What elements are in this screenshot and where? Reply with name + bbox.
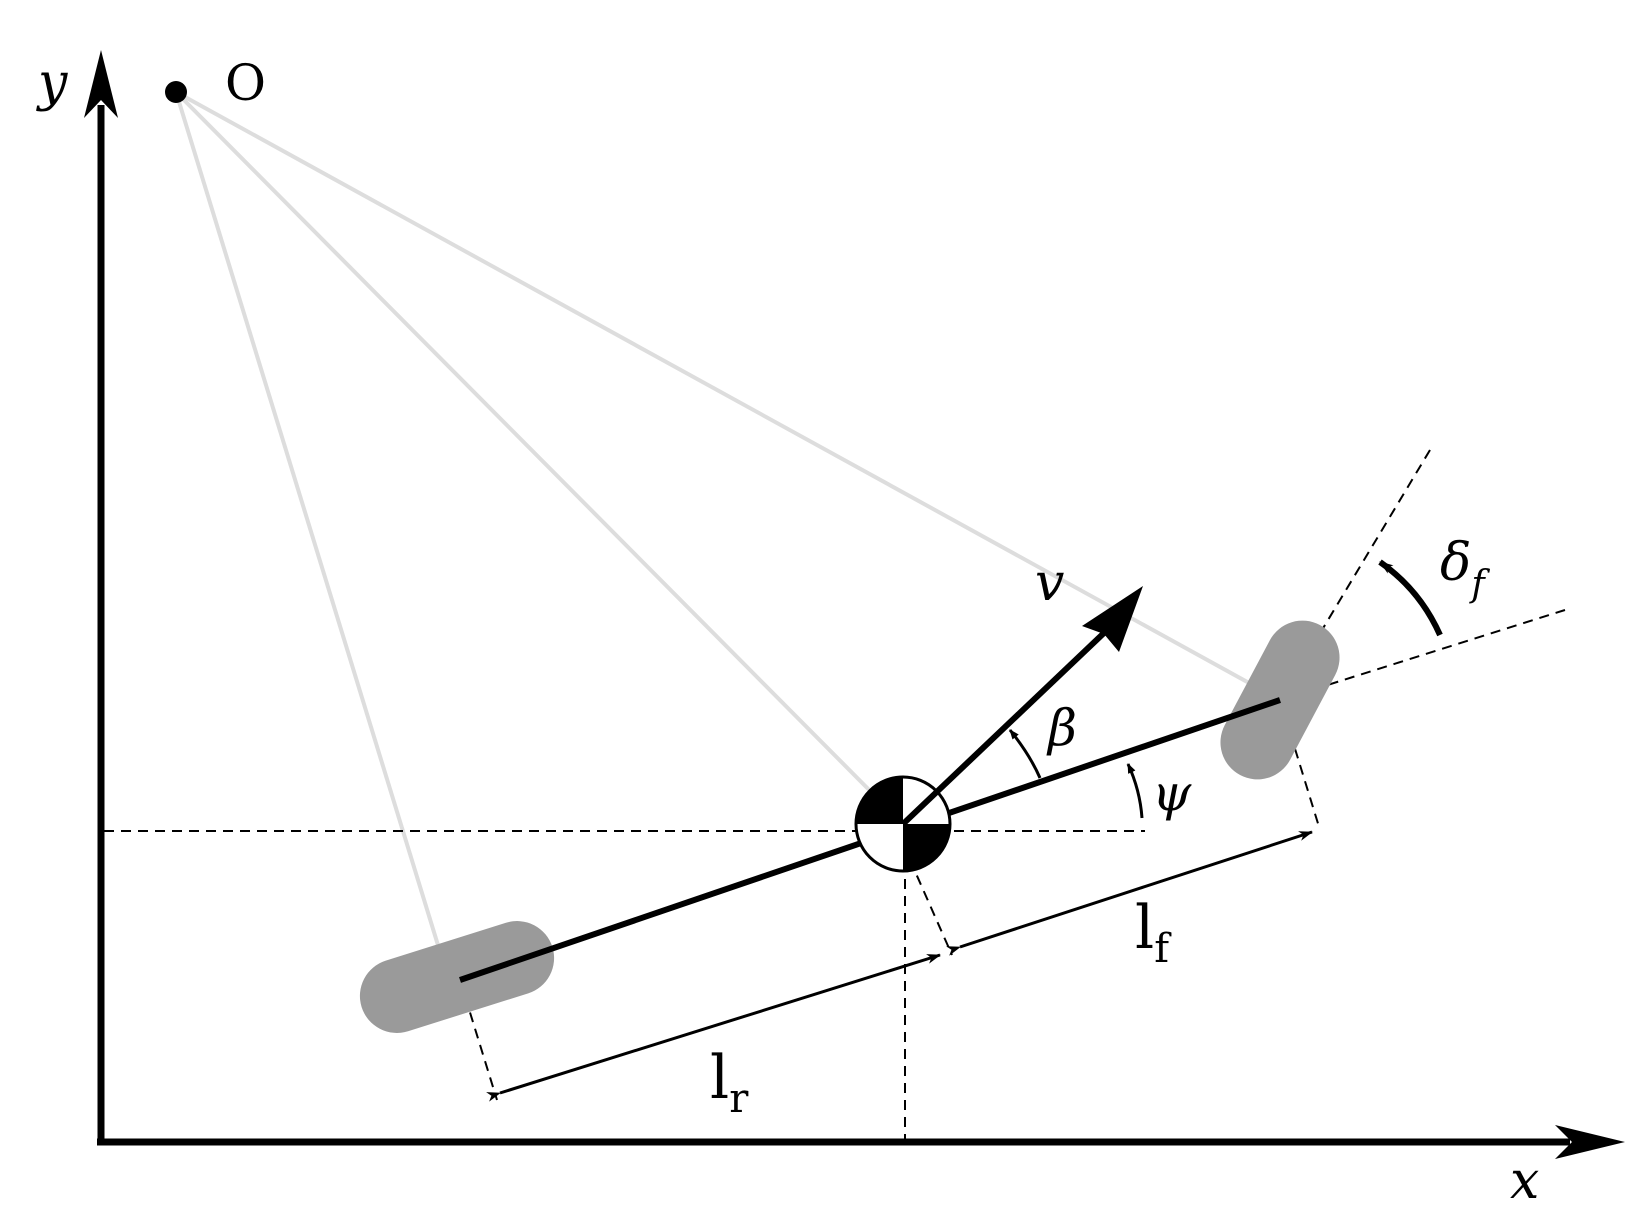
- yaw-angle-arc: [1126, 763, 1144, 819]
- angle-arcs: [1008, 559, 1443, 819]
- rear-length-symbol: l: [710, 1043, 729, 1113]
- construction-lines: [104, 449, 1566, 1140]
- radial-line-rear: [174, 91, 447, 969]
- front-length-symbol: l: [1135, 893, 1154, 963]
- rear-length-subscript: r: [729, 1076, 749, 1122]
- rear-wheel: [359, 921, 555, 1033]
- steering-angle-subscript: f: [1468, 564, 1490, 605]
- front-length-arrow: [946, 830, 1313, 956]
- x-axis-label: x: [1510, 1151, 1539, 1211]
- origin-point: [165, 81, 187, 103]
- rear-length-label: lr: [710, 1043, 749, 1122]
- velocity-label: v: [1035, 553, 1064, 613]
- wheels: [359, 620, 1340, 1033]
- radial-lines: [174, 90, 1281, 969]
- slip-angle-label: β: [1046, 699, 1077, 757]
- radial-line-cg: [174, 90, 905, 826]
- rear-length-arrow: [486, 953, 941, 1102]
- front-length-label: lf: [1135, 893, 1172, 972]
- axes: [84, 50, 1625, 1159]
- steering-angle-arc: [1378, 559, 1443, 637]
- radial-line-front: [175, 90, 1281, 702]
- steering-angle-symbol: δ: [1440, 533, 1471, 593]
- yaw-angle-label: ψ: [1152, 764, 1192, 822]
- origin-label: O: [225, 54, 266, 112]
- steering-angle-label: δf: [1440, 533, 1490, 605]
- y-axis-label: y: [36, 53, 68, 113]
- dimension-arrows: [486, 830, 1313, 1102]
- cg-projection-line: [909, 859, 953, 956]
- x-axis-arrowhead: [1555, 1125, 1625, 1159]
- y-axis-arrowhead: [84, 50, 118, 118]
- front-length-subscript: f: [1154, 926, 1172, 972]
- velocity-vector: [900, 586, 1143, 827]
- slip-angle-arc: [1008, 729, 1042, 779]
